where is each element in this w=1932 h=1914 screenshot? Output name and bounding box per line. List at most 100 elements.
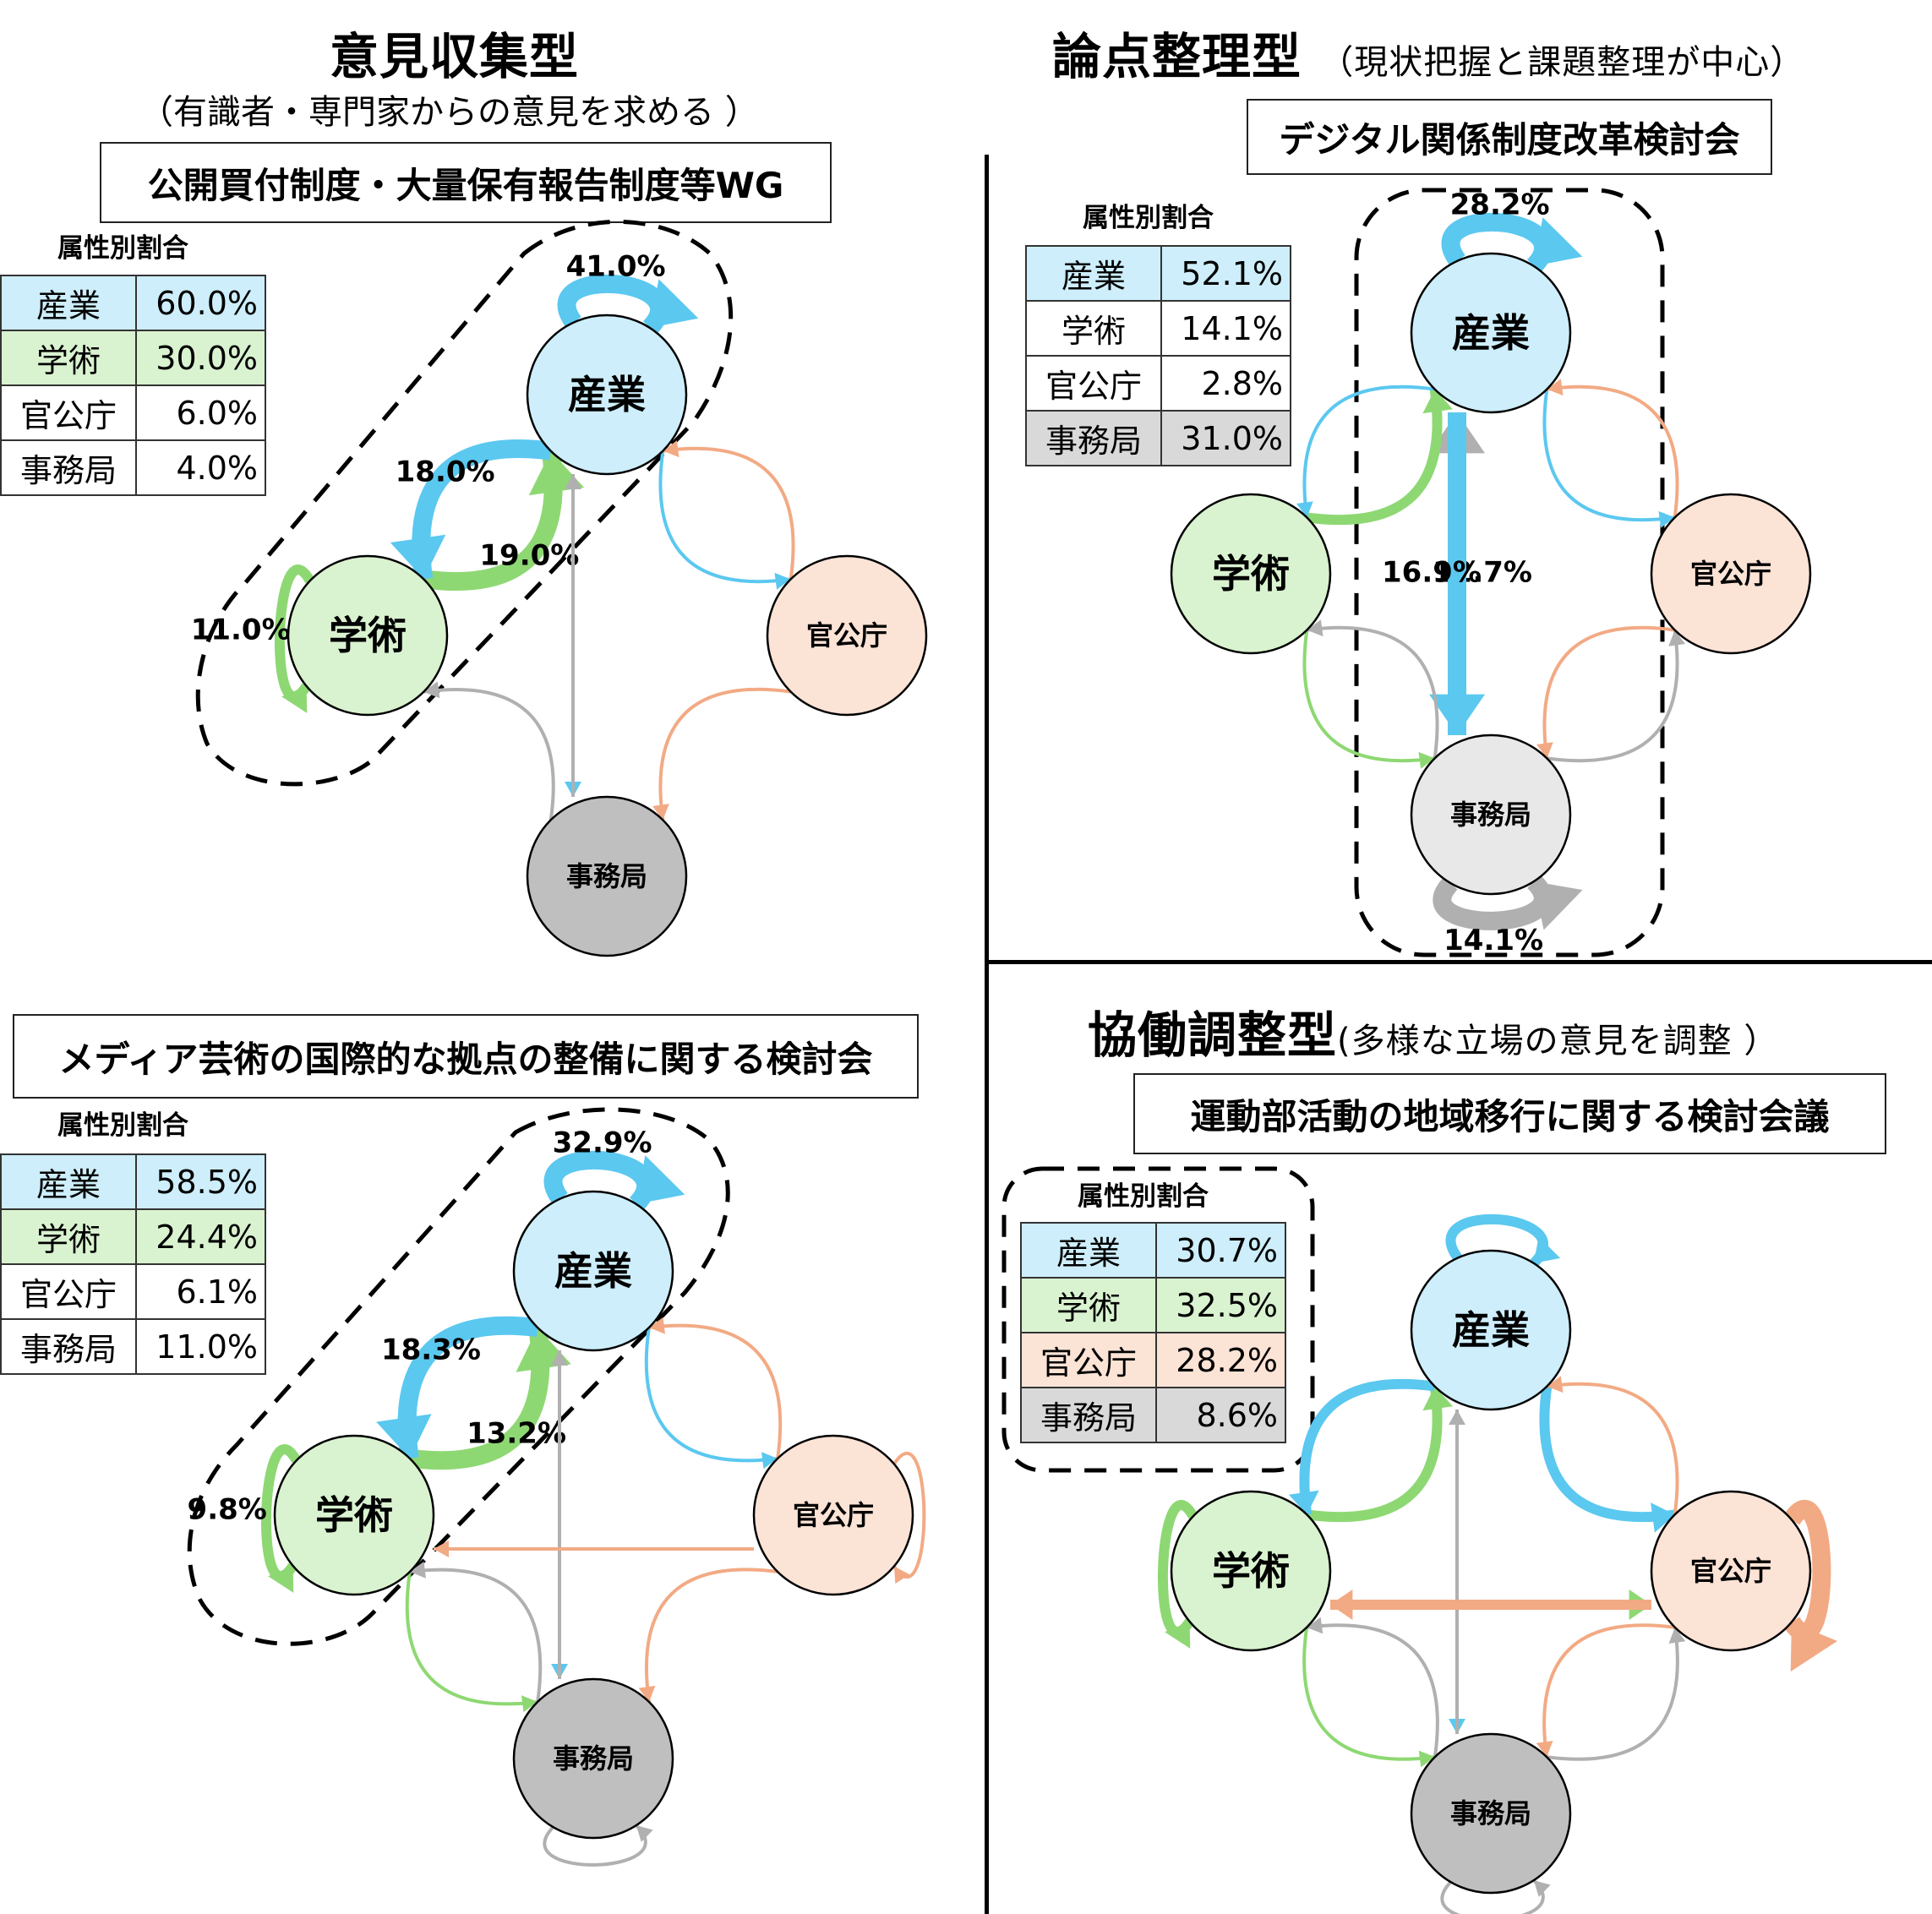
- edge-line: [1539, 1385, 1676, 1523]
- node-label: 学術: [1212, 1548, 1290, 1594]
- panel-issues-attr-label: 属性別割合: [1083, 203, 1214, 233]
- node-label: 産業: [554, 1248, 632, 1294]
- panel-collab-title: 協働調整型: [1088, 1006, 1338, 1064]
- panel-collab-table-group-outline: [1001, 1166, 1315, 1473]
- edge-secretariat-to-academia: [1306, 1617, 1439, 1758]
- attr-value: 32.5%: [1155, 1277, 1286, 1333]
- edge-line: [658, 687, 791, 821]
- panel-issues-title: 論点整理型: [1052, 28, 1302, 85]
- node-label: 学術: [1212, 551, 1290, 597]
- node-circle: [526, 314, 688, 476]
- panel-collab-attr-label: 属性別割合: [1078, 1181, 1209, 1212]
- edge-secretariat-to-academia: [409, 1561, 543, 1703]
- node-circle: [1650, 493, 1812, 655]
- arrowhead: [638, 1685, 656, 1703]
- attr-name: 産業: [1025, 245, 1162, 302]
- attr-value: 6.0%: [135, 384, 266, 441]
- edge-government-to-secretariat: [652, 687, 791, 821]
- node-industry: 産業: [526, 314, 688, 476]
- arrowhead: [648, 1317, 665, 1334]
- edge-industry-to-industry: 28.2%: [1441, 188, 1583, 273]
- node-secretariat: 事務局: [1410, 733, 1572, 896]
- panel-collab-subtitle: (多様な立場の意見を調整 ）: [1337, 1022, 1779, 1061]
- arrowhead: [1668, 1627, 1686, 1644]
- edge-line: [543, 1824, 647, 1867]
- panel-opinion-attr-label: 属性別割合: [57, 233, 188, 264]
- panel-collab-network: 産業学術官公庁事務局: [1157, 1213, 1837, 1914]
- edge-industry-to-academia: 18.0%: [390, 439, 553, 581]
- edge-industry-to-academia: [1296, 384, 1435, 518]
- arrowhead: [1296, 501, 1313, 518]
- arrowhead: [1536, 1740, 1553, 1758]
- edge-academia-to-academia: 9.8%: [188, 1444, 301, 1593]
- node-label: 学術: [315, 1492, 393, 1538]
- arrowhead: [409, 1561, 426, 1579]
- edge-industry-to-academia: [1288, 1378, 1436, 1516]
- attr-value: 8.6%: [1155, 1387, 1286, 1443]
- attr-value: 14.1%: [1160, 300, 1291, 357]
- arrowhead: [893, 1566, 910, 1584]
- arrowhead: [1307, 1617, 1323, 1634]
- edge-government-to-secretariat: [638, 1568, 778, 1703]
- attr-value: 52.1%: [1160, 245, 1291, 302]
- attr-value: 28.2%: [1155, 1332, 1286, 1388]
- edge-academia-to-academia: [1157, 1500, 1198, 1649]
- panel-issues-network: 28.2%12.7%16.9%14.1%産業学術官公庁事務局: [1170, 188, 1812, 957]
- edge-government-to-government: [1783, 1500, 1837, 1672]
- panel-media-highlight-group: [187, 1107, 730, 1646]
- attr-value: 6.1%: [135, 1263, 266, 1320]
- arrowhead: [1422, 389, 1454, 414]
- edge-academia-to-industry: 13.2%: [408, 1326, 571, 1470]
- edge-line: [409, 1568, 543, 1703]
- node-government: 官公庁: [752, 1434, 914, 1596]
- node-circle: [1410, 1732, 1572, 1895]
- edge-secretariat-to-industry: [565, 474, 581, 797]
- attr-name: 事務局: [0, 439, 137, 496]
- panel-issues-subtitle: （現状把握と課題整理が中心）: [1319, 43, 1805, 82]
- node-circle: [1170, 493, 1332, 655]
- edge-academia-to-secretariat: [1302, 1627, 1436, 1768]
- attr-value: 58.5%: [135, 1153, 266, 1210]
- edge-line: [644, 1327, 778, 1463]
- edge-line: [405, 1571, 538, 1706]
- arrowhead: [1330, 1590, 1353, 1620]
- panel-collab-title-row: 協働調整型(多様な立場の意見を調整 ）: [1088, 995, 1778, 1066]
- edge-line: [423, 687, 555, 821]
- node-label: 事務局: [553, 1742, 634, 1775]
- attr-name: 産業: [1020, 1222, 1157, 1279]
- panel-media-attr-label: 属性別割合: [57, 1110, 188, 1141]
- edge-line: [1302, 630, 1435, 763]
- edge-line: [644, 1568, 778, 1703]
- attr-name: 事務局: [1020, 1387, 1157, 1443]
- node-circle: [287, 554, 449, 717]
- arrowhead: [565, 474, 581, 489]
- edge-industry-to-industry: [1445, 1213, 1561, 1268]
- node-industry: 産業: [1410, 1249, 1572, 1411]
- node-circle: [752, 1434, 914, 1596]
- node-government: 官公庁: [766, 554, 928, 717]
- arrowhead: [1533, 217, 1583, 266]
- arrowhead: [636, 1155, 685, 1204]
- edge-academia-to-academia: 11.0%: [191, 564, 314, 713]
- attr-value: 30.7%: [1155, 1222, 1286, 1279]
- node-circle: [273, 1434, 435, 1596]
- node-circle: [1650, 1490, 1812, 1652]
- panel-opinion-network: 41.0%19.0%18.0%11.0%産業学術官公庁事務局: [191, 249, 928, 957]
- attr-name: 事務局: [0, 1318, 137, 1375]
- vertical-divider: [985, 155, 989, 1914]
- attr-value: 60.0%: [135, 275, 266, 331]
- node-industry: 産業: [512, 1190, 674, 1352]
- edge-line: [1547, 384, 1679, 518]
- arrowhead: [1418, 1750, 1435, 1768]
- horizontal-divider: [985, 960, 1932, 964]
- attr-name: 学術: [1020, 1277, 1157, 1333]
- edge-line: [892, 1452, 926, 1579]
- edge-industry-to-academia: 18.3%: [376, 1316, 539, 1460]
- node-label: 官公庁: [793, 1499, 874, 1531]
- arrowhead: [1165, 1621, 1191, 1649]
